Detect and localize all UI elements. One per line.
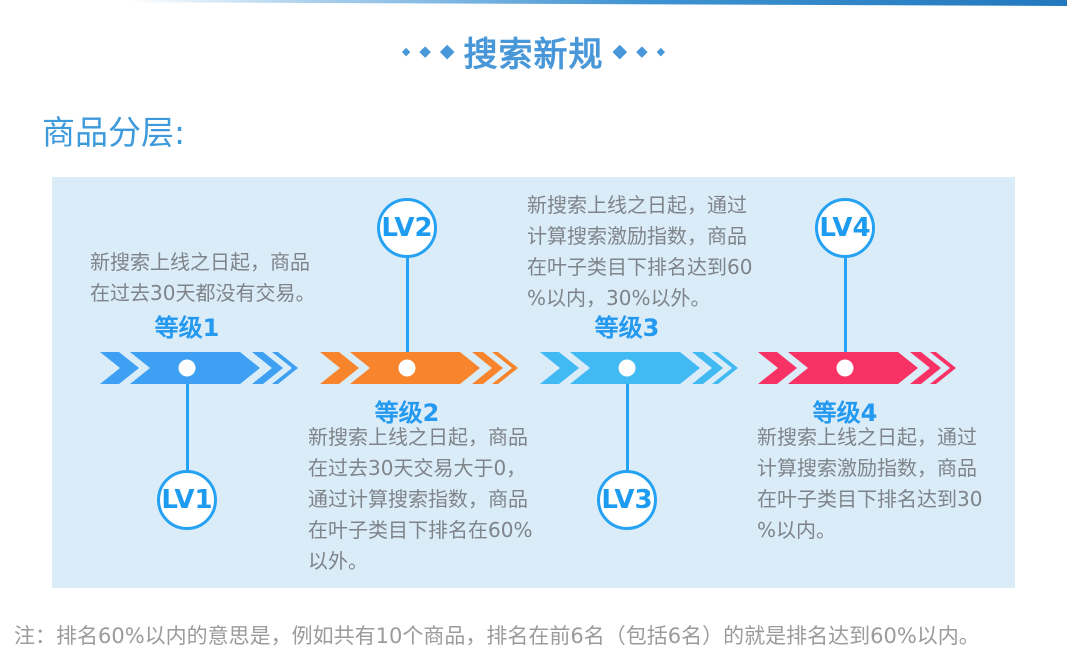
diamond-icon: ◆ (419, 42, 431, 60)
level-1-badge: LV1 (157, 470, 217, 530)
arrow-trail-chevron-icon (492, 352, 518, 384)
arrow-node-dot (618, 359, 636, 377)
desc-line: %以内。 (757, 518, 837, 542)
page-title: ◆ ◆ ◆ 搜索新规 ◆ ◆ ◆ (0, 27, 1067, 76)
arrow-trail-chevron-icon (472, 352, 503, 384)
diamond-icon: ◆ (401, 45, 411, 58)
level-2-label: 等级2 (374, 399, 440, 427)
desc-line: 在叶子类目下排名在60% (308, 518, 533, 542)
desc-line: 在叶子类目下排名达到60 (527, 255, 753, 279)
desc-line: 通过计算搜索指数，商品 (308, 487, 528, 511)
desc-line: 新搜索上线之日起，商品 (90, 250, 310, 274)
desc-line: 计算搜索激励指数，商品 (527, 224, 747, 248)
arrow-trail-chevron-icon (930, 352, 956, 384)
level-2-arrow (320, 352, 518, 384)
arrow-trail-chevron-icon (692, 352, 723, 384)
level-4-badge-text: LV4 (819, 213, 871, 243)
desc-line: 新搜索上线之日起，通过 (757, 425, 977, 449)
level-2-badge: LV2 (377, 198, 437, 258)
level-1-label: 等级1 (154, 314, 220, 342)
level-3-label: 等级3 (594, 314, 660, 342)
level-3-badge: LV3 (597, 470, 657, 530)
arrow-left-chevron-icon (320, 352, 359, 384)
section-heading: 商品分层: (42, 113, 186, 152)
page-title-text: 搜索新规 (463, 35, 604, 75)
desc-line: 以外。 (308, 549, 368, 573)
arrow-left-chevron-icon (100, 352, 139, 384)
level-1-badge-text: LV1 (161, 485, 213, 515)
level-2-description: 新搜索上线之日起，商品 在过去30天交易大于0， 通过计算搜索指数，商品 在叶子… (308, 422, 532, 577)
level-1-arrow (100, 352, 298, 384)
level-4-description: 新搜索上线之日起，通过 计算搜索激励指数，商品 在叶子类目下排名达到30 %以内… (757, 422, 982, 546)
level-1-connector-line (186, 368, 189, 471)
arrow-trail-chevron-icon (252, 352, 283, 384)
footnote: 注：排名60%以内的意思是，例如共有10个商品，排名在前6名（包括6名）的就是排… (14, 624, 980, 648)
arrow-node-dot (178, 359, 196, 377)
desc-line: 计算搜索激励指数，商品 (757, 456, 977, 480)
level-3-arrow (540, 352, 738, 384)
level-4-arrow (758, 352, 956, 384)
level-1-description: 新搜索上线之日起，商品 在过去30天都没有交易。 (90, 247, 315, 309)
level-3-description: 新搜索上线之日起，通过 计算搜索激励指数，商品 在叶子类目下排名达到60 %以内… (527, 190, 752, 314)
arrow-trail-chevron-icon (272, 352, 298, 384)
arrow-node-dot (836, 359, 854, 377)
tiers-panel: LV1 LV2 LV3 LV4 等级1 等级2 等级3 等级4 新搜索上线之日起… (52, 177, 1015, 588)
level-2-badge-text: LV2 (381, 213, 433, 243)
desc-line: 新搜索上线之日起，商品 (308, 425, 528, 449)
level-2-connector-line (406, 255, 409, 368)
diamond-icon: ◆ (656, 45, 666, 58)
arrow-left-chevron-icon (540, 352, 579, 384)
level-4-badge: LV4 (815, 198, 875, 258)
desc-line: 在过去30天都没有交易。 (90, 281, 316, 305)
desc-line: 在叶子类目下排名达到30 (757, 487, 983, 511)
diamond-icon: ◆ (439, 40, 455, 62)
desc-line: 新搜索上线之日起，通过 (527, 193, 747, 217)
diamond-icon: ◆ (636, 42, 648, 60)
top-accent-strip (0, 0, 1067, 6)
level-3-badge-text: LV3 (601, 485, 653, 515)
level-3-connector-line (626, 368, 629, 471)
level-4-label: 等级4 (812, 399, 878, 427)
arrow-node-dot (398, 359, 416, 377)
level-4-connector-line (844, 255, 847, 368)
arrow-trail-chevron-icon (910, 352, 941, 384)
diamond-icon: ◆ (612, 40, 628, 62)
arrow-trail-chevron-icon (712, 352, 738, 384)
desc-line: %以内，30%以外。 (527, 286, 711, 310)
arrow-left-chevron-icon (758, 352, 797, 384)
desc-line: 在过去30天交易大于0， (308, 456, 527, 480)
